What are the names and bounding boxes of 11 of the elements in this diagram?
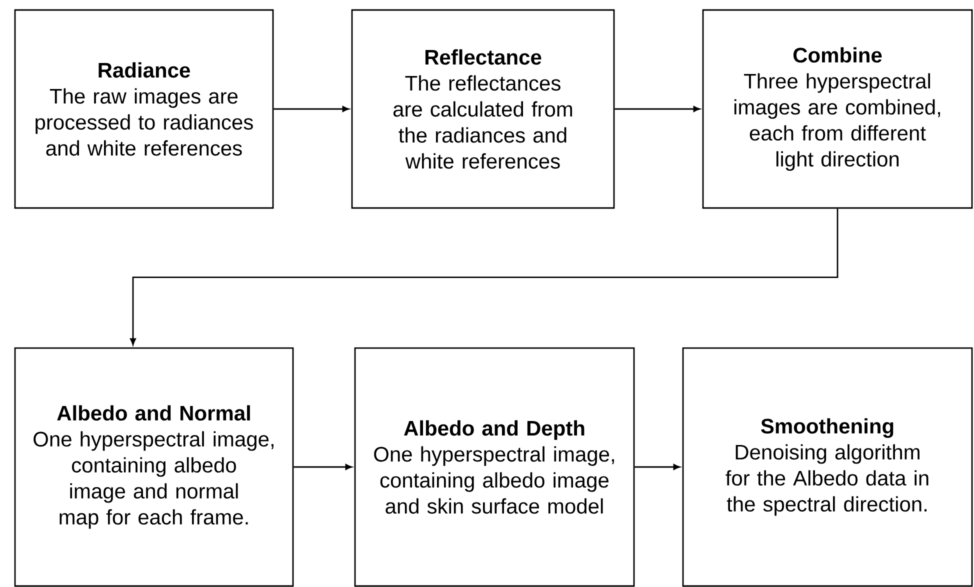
process-box: Reflectance The reflectances are calculated from the radiances and white references [351, 9, 615, 209]
arrow [614, 106, 700, 112]
arrow [294, 464, 352, 470]
process-box: Albedo and Normal One hyperspectral image, containing albedo image and normal map for each frame. [14, 347, 294, 587]
arrow [634, 464, 680, 470]
arrow [274, 106, 350, 112]
process-box: Albedo and Depth One hyperspectral image, containing albedo image and skin surface model [354, 347, 635, 587]
process-box: Smoothening Denoising algorithm for the Albedo data in the spectral direction. [682, 347, 973, 587]
arrow [130, 208, 838, 346]
process-box: Radiance The raw images are processed to radiances and white references [14, 9, 274, 209]
process-box: Combine Three hyperspectral images are combined, each from different light direction [702, 9, 973, 209]
